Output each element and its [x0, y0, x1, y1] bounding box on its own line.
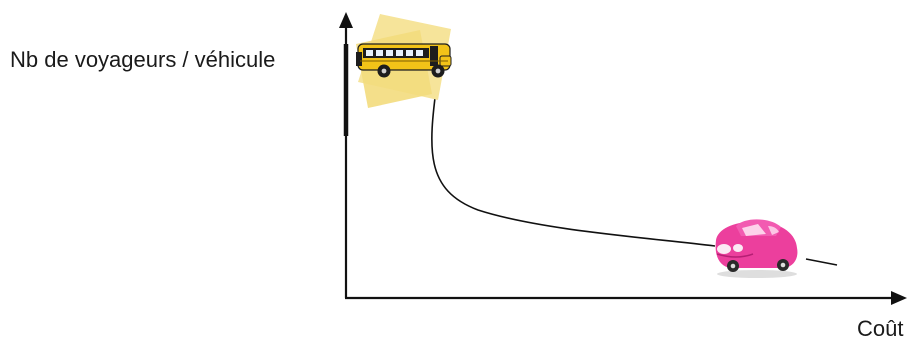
y-axis-arrowhead — [339, 12, 353, 28]
x-axis — [345, 291, 907, 305]
x-axis-arrowhead — [891, 291, 907, 305]
y-axis-label: Nb de voyageurs / véhicule — [10, 47, 276, 72]
x-axis-label: Coût — [857, 316, 904, 341]
y-axis — [339, 12, 353, 298]
school-bus-icon — [356, 14, 452, 108]
cost-curve-tail — [805, 258, 838, 266]
pink-car-icon — [715, 219, 798, 278]
cost-curve — [431, 81, 716, 247]
